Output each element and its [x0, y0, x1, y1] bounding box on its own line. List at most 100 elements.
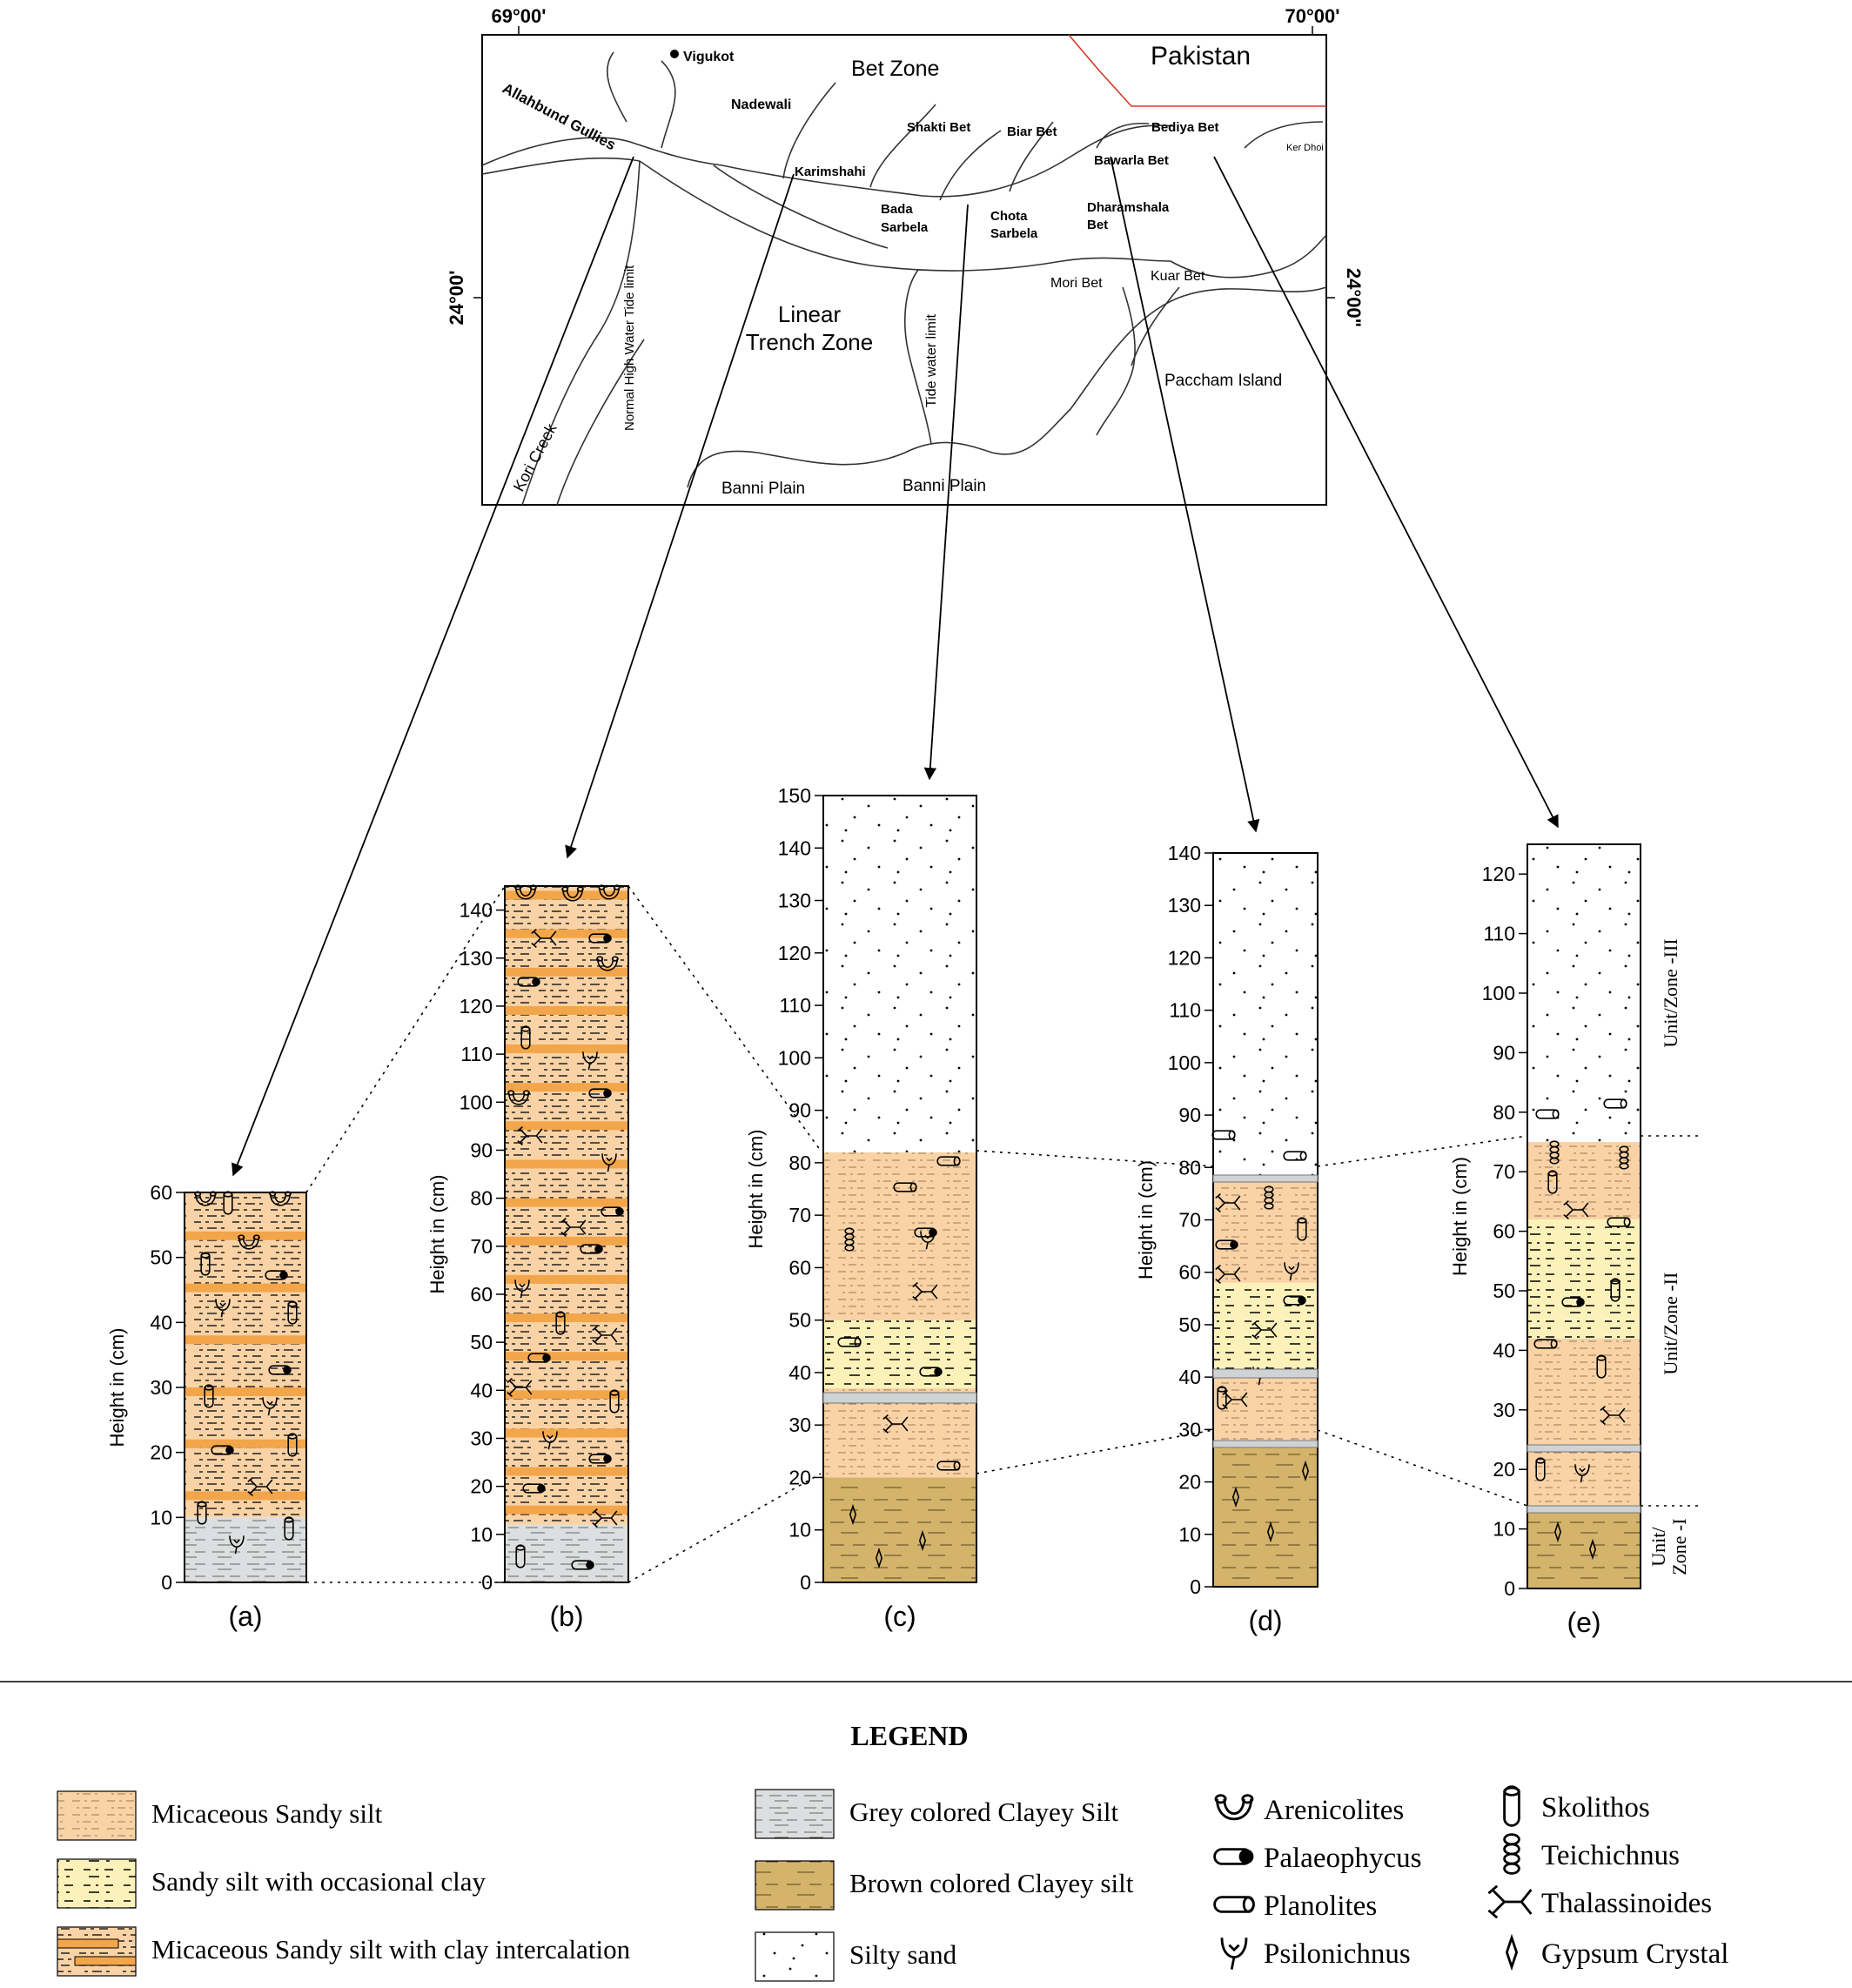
layer-brown [823, 1477, 976, 1582]
tick-label: 30 [150, 1376, 172, 1399]
legend-item-micaceous: Micaceous Sandy silt [57, 1790, 383, 1841]
layer-mic_clay [185, 1192, 306, 1518]
psilonichnus-icon [1574, 1464, 1590, 1483]
gypsum-crystal-icon [1266, 1521, 1275, 1543]
tick-label: 80 [1493, 1101, 1515, 1124]
thalassinoides-icon [1487, 1884, 1533, 1919]
tick-label: 90 [1493, 1041, 1515, 1064]
y-axis-label: Height in (cm) [106, 1328, 128, 1447]
legend-title: LEGEND [850, 1720, 968, 1751]
layer-silty_sand [823, 796, 976, 1152]
tick-label: 10 [470, 1523, 493, 1546]
clay-band [505, 1159, 628, 1169]
teichichnus-icon [1264, 1185, 1274, 1210]
psilonichnus-icon [582, 1051, 598, 1071]
tick-label: 130 [778, 890, 811, 912]
psilonichnus-icon [1220, 1938, 1248, 1970]
palaeophycus-icon [588, 1454, 612, 1464]
section-label: (b) [549, 1601, 583, 1632]
palaeophycus-icon [1283, 1295, 1306, 1306]
tick-label: 90 [470, 1138, 493, 1161]
tick-label: 0 [800, 1571, 811, 1594]
legend-trace-label: Palaeophycus [1264, 1843, 1421, 1874]
gypsum-crystal-icon [918, 1529, 927, 1552]
teichichnus-icon [1503, 1833, 1520, 1875]
label-shakti-bet: Shakti Bet [907, 120, 970, 135]
palaeophycus-icon [517, 977, 540, 987]
y-axis-label: Height in (cm) [1135, 1160, 1157, 1279]
palaeophycus-icon [919, 1367, 943, 1377]
tick-label: 140 [1168, 842, 1201, 864]
label-vigukot: Vigukot [683, 50, 735, 64]
tick-label: 0 [1504, 1577, 1515, 1600]
clay-band [505, 1313, 628, 1323]
tick-label: 60 [1493, 1220, 1515, 1243]
legend-trace-label: Teichichnus [1541, 1840, 1680, 1871]
thalassinoides-icon [1222, 1389, 1248, 1410]
skolithos-icon [609, 1389, 620, 1414]
section-c: 0102030405060708090100110120130140150Hei… [745, 784, 977, 1632]
label-chota: Chota [990, 209, 1028, 224]
legend-swatch [57, 1858, 137, 1909]
tick-label: 40 [470, 1379, 493, 1401]
layer-brown [1213, 1440, 1318, 1587]
legend-trace-arenicolites-icon: Arenicolites [1214, 1794, 1404, 1826]
skolithos-icon [204, 1384, 214, 1408]
planolites-icon [1213, 1896, 1255, 1913]
skolithos-icon [197, 1501, 207, 1525]
map-drainage [481, 51, 1327, 506]
skolithos-icon [1596, 1354, 1607, 1379]
psilonichnus-icon [229, 1535, 245, 1555]
clay-band [505, 1121, 628, 1131]
legend-trace-skolithos-icon: Skolithos [1503, 1785, 1650, 1827]
section-frame [822, 795, 977, 1583]
zone-label: Unit/Zone -III [1660, 938, 1681, 1047]
psilonichnus-icon [601, 1153, 617, 1172]
skolithos-icon [287, 1433, 298, 1457]
clay-band [505, 1044, 628, 1054]
border-line [1068, 34, 1326, 107]
tick-label: 50 [470, 1331, 493, 1353]
clay-band [505, 1005, 628, 1015]
layer-sandy_clay [1527, 1219, 1641, 1339]
tick-label: 60 [788, 1256, 811, 1279]
map-frame [481, 34, 1327, 506]
label-sarbela-2: Sarbela [990, 226, 1038, 241]
clay-band [505, 1467, 628, 1476]
tick-label: 50 [150, 1246, 172, 1269]
legend-trace-thalassinoides-icon: Thalassinoides [1487, 1884, 1712, 1919]
thalassinoides-icon [507, 1377, 533, 1398]
section-label: (a) [228, 1601, 262, 1632]
tick-label: 110 [1483, 923, 1515, 945]
layer-micaceous [823, 1152, 976, 1320]
label-trench-zone: Trench Zone [746, 329, 873, 355]
skolithos-icon [200, 1252, 211, 1276]
legend-trace-label: Gypsum Crystal [1541, 1938, 1728, 1970]
skolithos-icon [1503, 1785, 1520, 1827]
thalassinoides-icon [517, 1125, 543, 1146]
map-tick-marks [473, 26, 1335, 299]
thalassinoides-icon [1600, 1405, 1626, 1426]
thalassinoides-icon [912, 1281, 938, 1302]
zone-label: Unit/ [1647, 1527, 1669, 1567]
tick-label: 140 [460, 899, 493, 922]
tick-label: 0 [161, 1571, 172, 1594]
correlation-lines [305, 885, 1701, 1583]
thalassinoides-icon [560, 1217, 587, 1238]
tick-label: 10 [150, 1506, 172, 1528]
clay-band [505, 1236, 628, 1246]
palaeophycus-icon [268, 1365, 292, 1375]
tick-label: 70 [470, 1235, 493, 1258]
arrow-to-e [1213, 156, 1559, 829]
tick-label: 130 [1168, 894, 1201, 917]
tick-label: 70 [788, 1204, 811, 1226]
psilonichnus-icon [1284, 1262, 1299, 1281]
clay-band [505, 967, 628, 977]
tick-label: 120 [778, 942, 811, 964]
thalassinoides-icon [882, 1414, 909, 1434]
legend-swatch [755, 1860, 835, 1911]
thalassinoides-icon [1251, 1320, 1278, 1340]
tick-label: 150 [778, 784, 811, 807]
legend-swatch [57, 1790, 137, 1841]
